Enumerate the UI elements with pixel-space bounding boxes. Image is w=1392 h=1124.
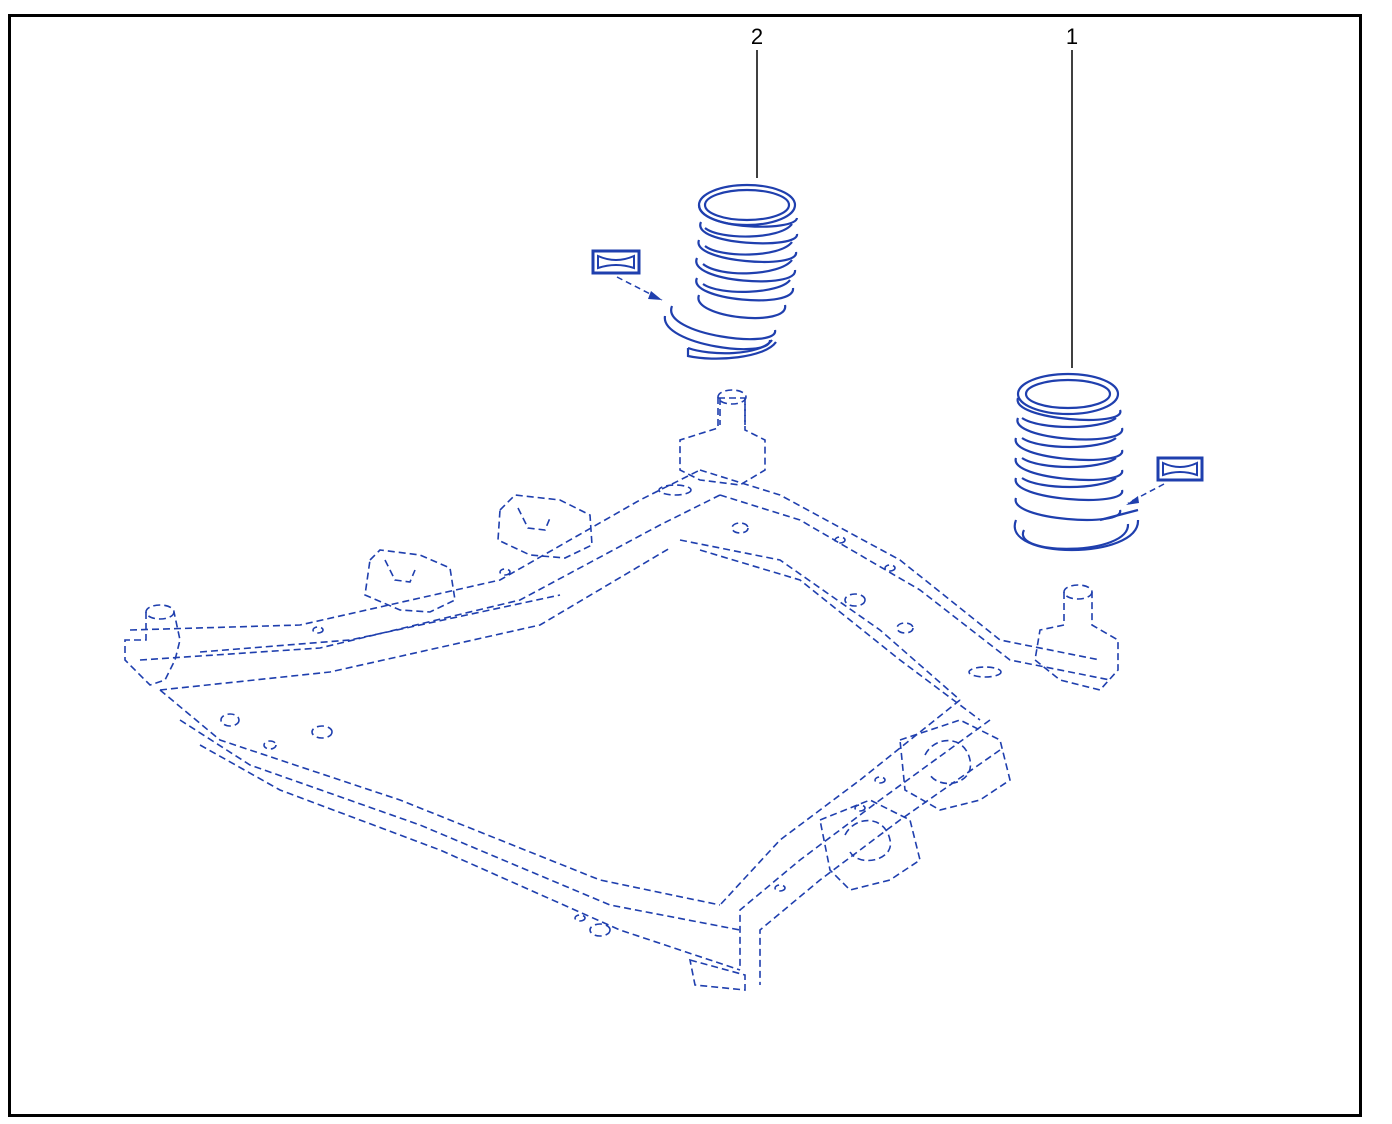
suspension-subframe bbox=[124, 389, 1119, 991]
arrowhead-icon bbox=[1126, 496, 1139, 505]
coil-spring-1 bbox=[1013, 372, 1140, 551]
diagram-frame bbox=[8, 14, 1362, 1117]
arrowhead-icon bbox=[648, 291, 662, 300]
callout-label-1: 1 bbox=[1066, 24, 1078, 49]
rectangular-note-icon bbox=[1156, 456, 1204, 482]
coil-spring-2 bbox=[663, 183, 799, 360]
rectangular-note-icon bbox=[591, 249, 641, 275]
callout-label-2: 2 bbox=[751, 24, 763, 49]
